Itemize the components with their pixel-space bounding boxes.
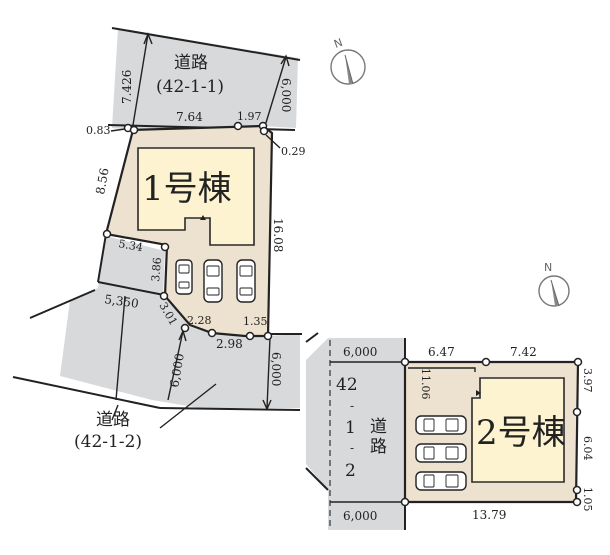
road-north-label: 道路 — [174, 53, 208, 73]
lot1-label: 1号棟 — [142, 169, 232, 209]
dim-road-north-right: 6,000 — [279, 78, 293, 112]
dim-road-north-left: 7.426 — [120, 70, 134, 104]
car-icon — [415, 443, 467, 463]
road-southwest — [12, 233, 302, 429]
entrance-marker-icon — [476, 390, 481, 396]
dim-lot2-left: 11.06 — [419, 368, 432, 400]
svg-text:N: N — [544, 261, 552, 274]
road-lot2-label-0: 道 — [370, 417, 387, 437]
north-arrow-icon: N — [538, 261, 570, 307]
car-icon — [415, 415, 467, 435]
dim-lot2-top-b: 7.42 — [510, 345, 537, 359]
lot2-house-footprint[interactable] — [471, 377, 565, 483]
dim-leader-5350 — [115, 295, 126, 401]
dim-line-road-north-right — [264, 56, 287, 127]
car-icon — [175, 259, 193, 295]
road-lot2-code-1: - — [350, 399, 354, 413]
lot1-house-footprint[interactable] — [137, 147, 255, 246]
dim-lot1-right: 16.08 — [271, 218, 285, 252]
dim-lot1-corner-right: 0.29 — [281, 145, 306, 158]
dim-lot1-bottom-b: 1.35 — [243, 315, 268, 328]
dim-lot1-corner-left: 0.83 — [86, 124, 111, 137]
dim-lot2-top-a: 6.47 — [428, 345, 455, 359]
lot1-parking — [175, 259, 256, 303]
car-icon — [203, 259, 223, 303]
dim-road-lot2-top: 6,000 — [343, 345, 377, 359]
dim-lot1-notch-top: 5.34 — [117, 237, 143, 254]
dim-road-lot2-bottom: 6,000 — [343, 509, 377, 523]
road-sw-code: (42-1-2) — [74, 432, 142, 452]
road-sw-label: 道路 — [96, 410, 130, 430]
dim-lot1-top-a: 7.64 — [176, 110, 203, 124]
lot2-survey-points — [400, 357, 583, 507]
road-lot2-code-2: 1 — [345, 418, 356, 438]
dim-lot2-bottom: 13.79 — [472, 508, 506, 522]
entrance-marker-icon — [200, 215, 206, 220]
car-icon — [415, 471, 467, 491]
road-sw-edge-upper — [29, 289, 96, 319]
car-icon — [236, 259, 256, 303]
dim-lot1-bottom-total: 2.98 — [216, 337, 243, 351]
dim-road-sw-b: 6,000 — [167, 352, 187, 388]
road-lot2-label-1: 路 — [370, 437, 387, 457]
dim-lot1-left: 8.56 — [93, 167, 111, 196]
dim-road-sw-a: 5,350 — [104, 292, 140, 311]
dim-line-road-north-left — [132, 33, 149, 126]
svg-text:N: N — [332, 36, 344, 51]
road-lot2-code-4: 2 — [345, 461, 356, 481]
lot2-parking — [415, 415, 467, 491]
lot1-survey-points — [102, 121, 273, 341]
dim-road-sw-c: 6,000 — [269, 352, 283, 386]
dim-lot2-right-b: 6.04 — [581, 436, 594, 461]
dim-lot1-bottom-a: 2.28 — [187, 314, 212, 327]
lot2-label: 2号棟 — [476, 413, 566, 453]
road-north-code: (42-1-1) — [156, 77, 224, 97]
dim-lot1-top-b: 1.97 — [237, 110, 262, 123]
road-lot2-code-0: 42 — [336, 375, 358, 395]
dim-lot2-right-c: 1.05 — [581, 487, 594, 512]
dim-lot1-notch-side: 3.86 — [149, 257, 164, 283]
dim-lot2-right-a: 3.97 — [581, 368, 594, 393]
north-arrow-icon: N — [330, 36, 366, 85]
road-lot2-code-3: - — [350, 441, 354, 455]
